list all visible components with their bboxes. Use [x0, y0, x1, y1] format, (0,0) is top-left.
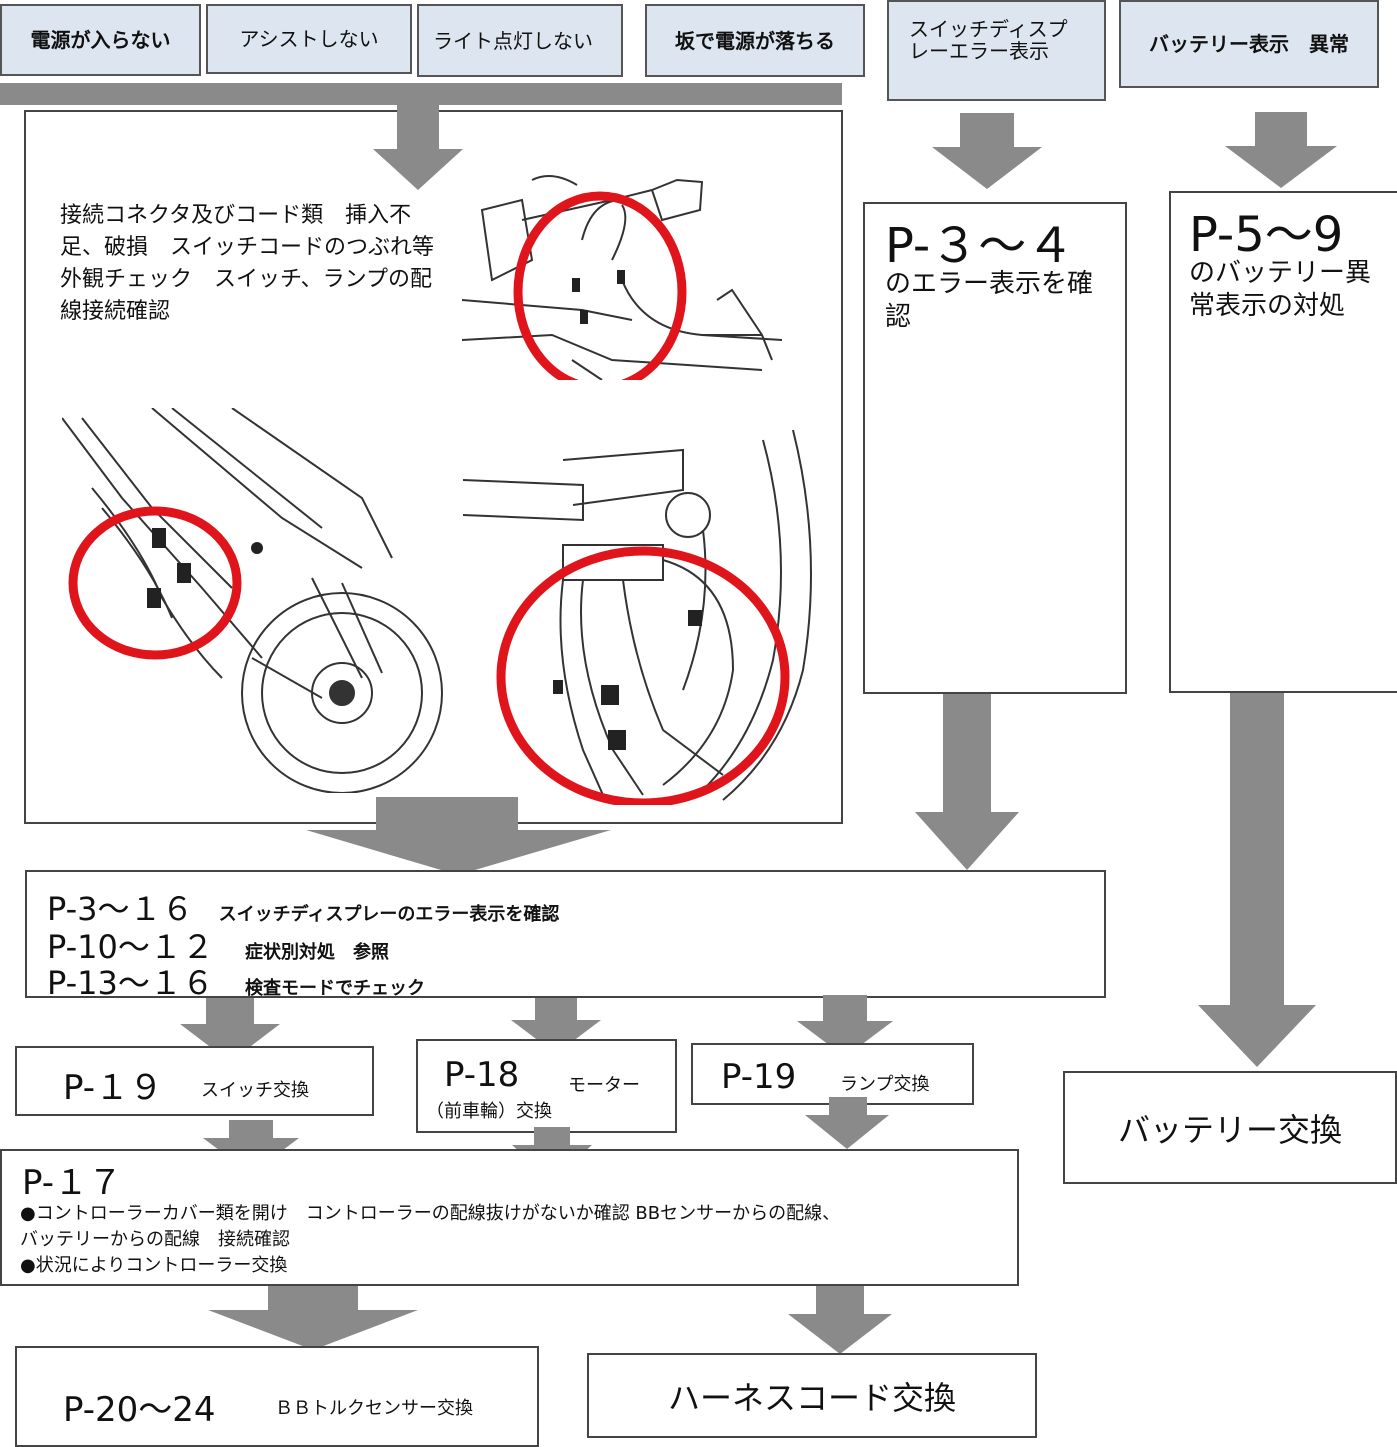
arrow-down [932, 113, 1042, 189]
harness-box: ハーネスコード交換 [587, 1353, 1037, 1438]
harness-text: ハーネスコード交換 [667, 1378, 956, 1417]
reference-box: P-3～１６ スイッチディスプレーのエラー表示を確認 P-10～１２ 症状別対処… [25, 870, 1106, 1002]
symptom-label: 電源が入らない [30, 28, 171, 52]
battery-check-text: のバッテリー異常表示の対処 [1189, 258, 1372, 321]
reference-line-3: P-13～１６ 検査モードでチェック [47, 958, 425, 1004]
bb-sensor-text: ＢＢトルクセンサー交換 [275, 1398, 473, 1419]
motor-replace-page: P-18 [444, 1055, 520, 1095]
battery-replace-text: バッテリー交換 [1117, 1110, 1342, 1149]
symptom-light-off: ライト点灯しない [417, 4, 623, 77]
symptom-battery-abnormal: バッテリー表示 異常 [1119, 0, 1379, 88]
symptom-no-power: 電源が入らない [0, 4, 201, 76]
reference-line-1: P-3～１６ スイッチディスプレーのエラー表示を確認 [47, 884, 559, 930]
arrow-down [203, 1120, 299, 1174]
arrow-down [788, 1286, 892, 1354]
symptom-switch-error: スイッチディスプレーエラー表示 [887, 0, 1106, 101]
battery-replace-box: バッテリー交換 [1063, 1071, 1397, 1184]
symptom-label: アシストしない [239, 27, 379, 51]
battery-check-page: P-5～9 [1189, 207, 1344, 263]
arrow-down [180, 998, 280, 1062]
arrow-down [915, 694, 1019, 870]
reference-text: 検査モードでチェック [244, 978, 425, 999]
switch-replace-page: P-１９ [63, 1068, 164, 1108]
controller-line-1: ●コントローラーカバー類を開け コントローラーの配線抜けがないか確認 BBセンサ… [20, 1203, 841, 1224]
motor-replace-text2: （前車輪）交換 [426, 1101, 552, 1122]
reference-text: 症状別対処 参照 [244, 942, 389, 963]
controller-page: P-１７ [22, 1163, 123, 1203]
connector-bar [0, 83, 842, 105]
arrow-down [1225, 112, 1337, 188]
handlebar-wiring-illustration [461, 160, 792, 393]
arrow-down [306, 797, 611, 875]
symptom-label: ライト点灯しない [433, 28, 593, 53]
controller-line-2: バッテリーからの配線 接続確認 [20, 1229, 290, 1250]
inspection-text: 接続コネクタ及びコード類 挿入不足、破損 スイッチコードのつぶれ等外観チェック … [60, 203, 435, 324]
motor-replace-box: P-18 モーター （前車輪）交換 [416, 1039, 677, 1133]
lamp-replace-text: ランプ交換 [840, 1074, 930, 1095]
arrow-down [1198, 693, 1316, 1067]
reference-line-2: P-10～１２ 症状別対処 参照 [47, 922, 389, 968]
motor-replace-text: モーター [568, 1075, 640, 1096]
switch-replace-text: スイッチ交換 [201, 1080, 309, 1101]
arrow-down [511, 998, 601, 1054]
controller-wiring-illustration [462, 429, 828, 808]
arrow-down [805, 1097, 889, 1149]
lamp-replace-page: P-19 [721, 1057, 797, 1097]
controller-box: P-１７ ●コントローラーカバー類を開け コントローラーの配線抜けがないか確認 … [0, 1149, 1019, 1286]
symptom-no-assist: アシストしない [206, 4, 412, 74]
controller-line-3: ●状況によりコントローラー交換 [20, 1255, 288, 1276]
error-check-box: P-３～４ のエラー表示を確認 [863, 202, 1127, 694]
error-check-text: のエラー表示を確認 [885, 269, 1094, 332]
symptom-label: バッテリー表示 異常 [1149, 32, 1349, 56]
symptom-label: スイッチディスプレーエラー表示 [909, 17, 1068, 63]
motor-wiring-illustration [61, 407, 452, 794]
symptom-label: 坂で電源が落ちる [675, 28, 835, 53]
bb-sensor-box: P-20～24 ＢＢトルクセンサー交換 [15, 1346, 539, 1447]
reference-page: P-3～１６ [47, 890, 194, 928]
arrow-down [373, 105, 463, 190]
switch-replace-box: P-１９ スイッチ交換 [15, 1046, 374, 1116]
lamp-replace-box: P-19 ランプ交換 [691, 1043, 974, 1105]
reference-text: スイッチディスプレーのエラー表示を確認 [218, 904, 560, 925]
bb-sensor-page: P-20～24 [63, 1390, 216, 1430]
arrow-down [208, 1286, 418, 1350]
arrow-down [797, 995, 893, 1057]
reference-page: P-13～１６ [47, 964, 214, 1002]
battery-check-box: P-5～9 のバッテリー異常表示の対処 [1169, 191, 1397, 693]
error-check-page: P-３～４ [885, 218, 1075, 274]
symptom-hill-cutoff: 坂で電源が落ちる [645, 4, 865, 77]
reference-page: P-10～１２ [47, 928, 214, 966]
